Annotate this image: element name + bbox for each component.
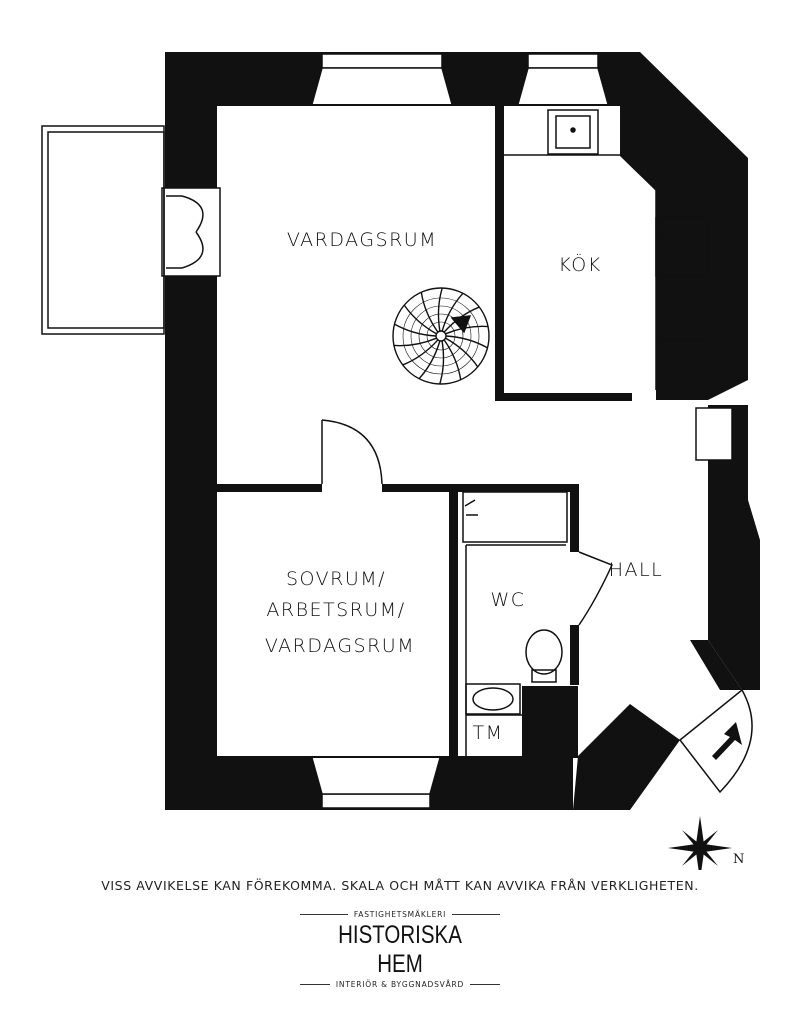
room-label-sovrum: SOVRUM/ xyxy=(286,568,386,590)
entrance-arrow-icon xyxy=(706,722,742,760)
stair-tread xyxy=(443,339,462,380)
burner-icon-1 xyxy=(660,226,676,242)
wc-upper-partition xyxy=(462,491,568,543)
interior-walls xyxy=(217,104,632,760)
spiral-staircase xyxy=(392,287,490,385)
kitchen-left-wall xyxy=(495,104,504,400)
entrance-door xyxy=(678,688,753,794)
stair-tread xyxy=(402,339,439,366)
stair-ring xyxy=(418,313,464,359)
window-right xyxy=(695,407,733,461)
tm-block xyxy=(522,686,578,758)
right-wall-middle xyxy=(708,405,760,690)
room-label-wc: WC xyxy=(490,589,525,611)
entry-wall xyxy=(690,640,742,690)
toilet-bowl-icon xyxy=(525,629,563,675)
bottom-right-wall xyxy=(573,704,680,810)
brand-logo: FASTIGHETSMÄKLERI HISTORISKA HEM INTERIÖ… xyxy=(300,910,500,989)
wc-right-wall-upper xyxy=(570,484,579,552)
bedroom-top-wall-right xyxy=(382,484,579,492)
window-bottom-reveal xyxy=(311,757,441,795)
room-label-vardagsrum: VARDAGSRUM xyxy=(287,229,437,251)
bedroom-door xyxy=(321,419,383,485)
bedroom-door-arc xyxy=(321,419,383,485)
brand-tagline-top-text: FASTIGHETSMÄKLERI xyxy=(353,910,447,919)
floor-plan: VARDAGSRUM KÖK SOVRUM/ ARBETSRUM/ VARDAG… xyxy=(41,52,760,870)
stair-tread xyxy=(445,325,489,335)
brand-tagline-bottom: INTERIÖR & BYGGNADSVÅRD xyxy=(300,980,500,989)
wc-door-swing xyxy=(578,551,614,626)
toilet-tank-icon xyxy=(531,669,557,683)
kitchen-sink-basin xyxy=(555,115,591,149)
bedroom-wc-wall xyxy=(449,484,458,760)
window-top-right xyxy=(527,53,599,69)
sink-drain-icon xyxy=(570,127,576,133)
stair-tread xyxy=(418,340,441,380)
entrance-door-swing xyxy=(678,688,753,794)
right-wall-upper xyxy=(620,52,748,400)
stair-outer xyxy=(392,287,490,385)
stair-tread xyxy=(437,287,443,332)
window-top-right-reveal xyxy=(517,67,609,105)
kitchen-fixtures xyxy=(504,109,709,390)
stair-tread xyxy=(393,337,437,347)
kitchen-sink xyxy=(547,109,599,155)
balcony-inner xyxy=(47,131,165,329)
stair-tread xyxy=(441,292,464,332)
stair-tread xyxy=(445,335,488,349)
stair-tread xyxy=(420,292,439,333)
brand-name: HISTORISKA HEM xyxy=(338,921,462,978)
wc-right-wall-lower xyxy=(570,625,579,685)
room-label-arbetsrum: ARBETSRUM/ xyxy=(266,599,405,621)
thin-partitions xyxy=(462,491,568,756)
wc-fixtures xyxy=(464,499,563,715)
window-top-left-reveal xyxy=(311,67,453,105)
left-wall xyxy=(165,52,217,810)
kitchen-bottom-wall xyxy=(495,393,632,401)
room-label-hall: HALL xyxy=(609,559,663,581)
room-label-tm: TM xyxy=(473,722,504,744)
balcony xyxy=(41,125,165,335)
room-label-vardagsrum-2: VARDAGSRUM xyxy=(265,635,415,657)
balcony-double-door xyxy=(166,195,204,269)
stair-treads xyxy=(393,287,489,385)
compass-north-label: N xyxy=(733,852,745,867)
bedroom-top-wall-left xyxy=(217,484,322,492)
stair-tread xyxy=(439,340,445,385)
door-leaf-bottom xyxy=(181,231,204,269)
wc-door xyxy=(578,551,614,626)
window-bottom xyxy=(321,793,431,809)
disclaimer-text: VISS AVVIKELSE KAN FÖREKOMMA. SKALA OCH … xyxy=(101,878,699,893)
stair-ring xyxy=(426,321,456,351)
window-top-left xyxy=(321,53,443,69)
stair-direction-arrow-icon xyxy=(450,315,472,334)
washbasin-icon xyxy=(465,683,521,715)
balcony-door-opening xyxy=(161,187,221,277)
stair-tread xyxy=(394,323,437,337)
windows xyxy=(161,53,733,809)
stair-core xyxy=(435,330,447,342)
washbasin-bowl-icon xyxy=(472,687,514,711)
stair-ring xyxy=(402,297,480,375)
stove xyxy=(655,217,709,277)
burner-icon-4 xyxy=(682,249,698,265)
room-label-kok: KÖK xyxy=(558,253,601,276)
exterior-walls xyxy=(165,52,760,810)
stair-tread xyxy=(403,304,437,335)
wc-shelf-icon xyxy=(464,499,478,516)
stair-tread xyxy=(445,337,479,368)
kitchen-counter xyxy=(504,154,657,390)
stair-ring xyxy=(410,305,472,367)
door-leaf-top xyxy=(181,195,204,233)
burner-icon-2 xyxy=(682,226,698,242)
burner-icon-3 xyxy=(660,249,676,265)
balcony-outline xyxy=(41,125,165,335)
compass-rose-icon xyxy=(668,816,732,870)
brand-tagline-top: FASTIGHETSMÄKLERI xyxy=(300,910,500,919)
brand-tagline-bottom-text: INTERIÖR & BYGGNADSVÅRD xyxy=(335,980,465,989)
